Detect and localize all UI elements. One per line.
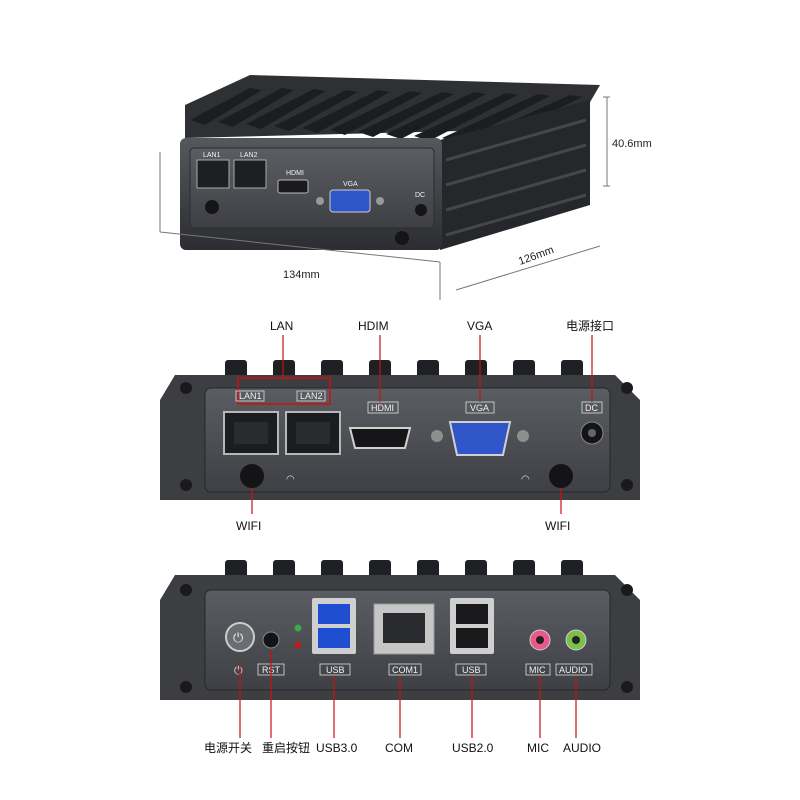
callout-vga: VGA [467,319,492,333]
front-callout-lines [251,335,593,514]
power-button [225,622,255,652]
front-vga-port [448,421,512,456]
usb3-top-socket [318,604,350,624]
back-audio-label: AUDIO [559,665,588,675]
top-vga-port [329,189,371,213]
callout-usb3: USB3.0 [316,741,358,755]
screw-icon [180,479,192,491]
screw-icon [621,479,633,491]
callout-usb2: USB2.0 [452,741,494,755]
back-usb-right-label: USB [462,665,481,675]
callout-power-port: 电源接口 [566,318,614,333]
front-vga-label: VGA [470,403,489,413]
lan1-label-frame [235,390,265,402]
top-lan2-label: LAN2 [240,152,258,159]
lan2-label-frame [296,390,326,402]
top-lan2-port [233,159,267,189]
front-lan2-label: LAN2 [300,391,323,401]
back-com-label: COM1 [392,665,418,675]
callout-wifi-left: WIFI [236,519,261,533]
usb2-top-socket [456,604,488,624]
vga-screw-icon [517,430,529,442]
screw-icon [180,681,192,693]
front-panel-view: LAN1 LAN2 HDMI VGA DC ◠ ◠ LA [160,318,640,533]
callout-power-switch: 电源开关 [204,741,252,755]
back-usb-left-label: USB [326,665,345,675]
screw-icon [621,681,633,693]
screw-icon [180,584,192,596]
callout-wifi-right: WIFI [545,519,570,533]
reset-button [262,631,280,649]
callout-reset: 重启按钮 [262,740,310,755]
top-vga-label: VGA [343,181,358,188]
back-mic-label: MIC [529,665,546,675]
mic-jack-hole [536,636,544,644]
led-green [294,624,302,632]
lan2-socket [296,422,330,444]
top-dc-label: DC [415,192,425,199]
power-icon: ⏻ [233,630,243,645]
vga-screw-icon [316,197,324,205]
screw-icon [621,584,633,596]
callout-audio: AUDIO [563,741,601,755]
audio-label-frame [555,663,593,676]
lan1-socket [234,422,268,444]
mic-label-frame [525,663,551,676]
front-dc-label: DC [585,403,598,413]
usb-right-label-frame [455,663,487,676]
callout-hdmi: HDIM [358,319,389,333]
front-lan1-label: LAN1 [239,391,262,401]
top-hdmi-port [277,179,309,194]
vga-screw-icon [431,430,443,442]
front-hdmi-port [348,427,412,449]
wifi-icon: ◠ [521,474,530,485]
device-side [440,100,590,250]
callout-lan: LAN [270,319,293,333]
back-panel-view: ⏻ ⏻ RST USB COM1 USB MIC AUDIO [160,560,640,755]
top-dc-port [415,204,427,216]
usb3-bottom-socket [318,628,350,648]
power-small-icon: ⏻ [234,665,243,677]
callout-mic: MIC [527,741,549,755]
top-device-view: LAN1 LAN2 HDMI VGA DC 40.6mm 134mm 126mm [159,75,652,300]
top-wifi-antenna-right [395,231,409,245]
top-wifi-antenna-left [205,200,219,214]
vga-screw-icon [376,197,384,205]
width-dimension: 134mm [283,269,320,281]
com-label-frame [388,663,422,676]
led-red [294,641,302,649]
height-dimension: 40.6mm [612,138,652,150]
screw-icon [621,382,633,394]
usb2-bottom-socket [456,628,488,648]
com-socket [383,613,425,643]
dimension-lines [159,96,610,300]
top-hdmi-label: HDMI [286,170,304,177]
screw-icon [180,382,192,394]
wifi-icon: ◠ [286,474,295,485]
front-hdmi-label: HDMI [371,403,394,413]
audio-jack-hole [572,636,580,644]
hdmi-label-frame [367,401,399,414]
depth-dimension: 126mm [517,244,556,268]
dc-pin [588,429,596,437]
front-wifi-antenna-right [549,464,573,488]
top-lan1-port [196,159,230,189]
back-callout-lines [239,650,577,738]
top-lan1-label: LAN1 [203,152,221,159]
front-wifi-antenna-left [240,464,264,488]
usb-left-label-frame [319,663,351,676]
callout-com: COM [385,741,413,755]
